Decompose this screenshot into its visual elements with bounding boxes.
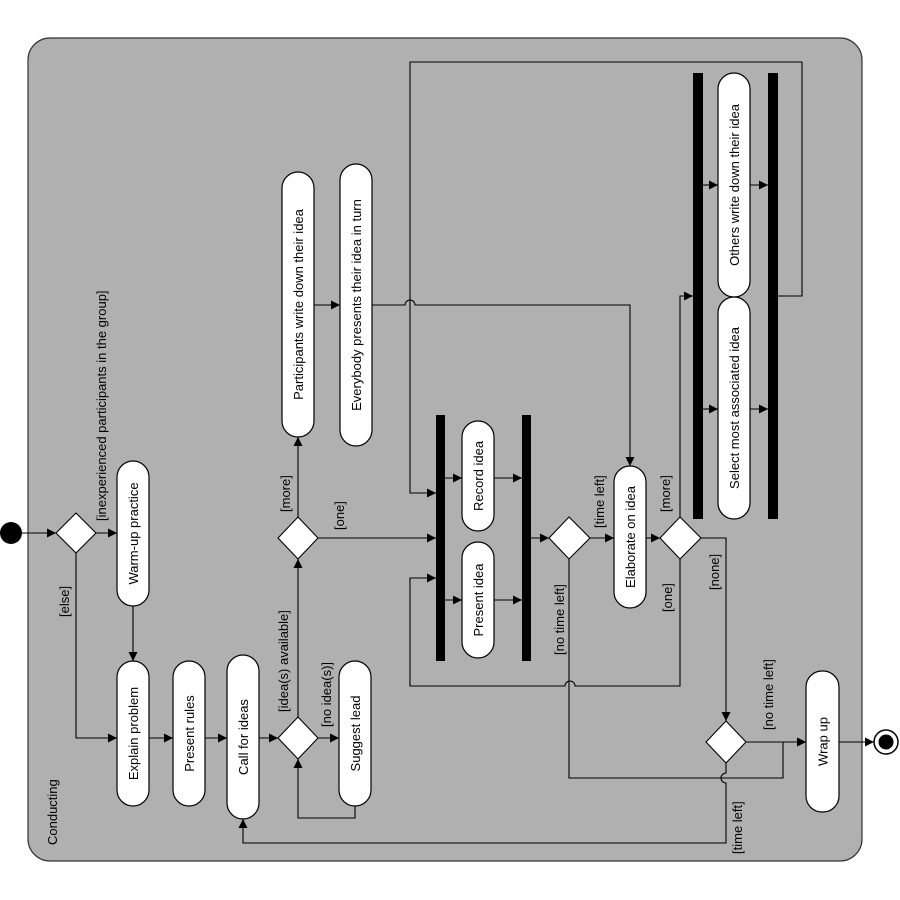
action-elaborate-label: Elaborate on idea xyxy=(623,485,638,588)
guard-else: [else] xyxy=(57,586,72,617)
action-wrap-up: Wrap up xyxy=(805,670,840,813)
action-present-rules-label: Present rules xyxy=(182,695,197,772)
guard-no-ideas: [no idea(s)] xyxy=(319,662,334,727)
action-suggest-lead: Suggest lead xyxy=(338,660,372,807)
guard-one-1: [one] xyxy=(332,501,347,530)
action-everybody-presents-label: Everybody presents their idea in turn xyxy=(349,199,364,411)
decision-count xyxy=(277,516,319,560)
guard-one-2: [one] xyxy=(660,583,675,612)
decision-wrap xyxy=(705,720,747,764)
action-elaborate: Elaborate on idea xyxy=(613,465,647,609)
guard-ideas-available: [idea(s) available] xyxy=(276,610,291,712)
action-select-associated: Select most associated idea xyxy=(717,296,751,520)
action-warmup-label: Warm-up practice xyxy=(126,482,141,584)
action-explain-label: Explain problem xyxy=(126,687,141,780)
guard-no-time-left-1: [no time left] xyxy=(552,584,567,655)
action-participants-write: Participants write down their idea xyxy=(281,171,315,438)
guard-time-left-2: [time left] xyxy=(730,801,745,854)
guard-time-left-1: [time left] xyxy=(592,475,607,528)
action-call-ideas: Call for ideas xyxy=(226,654,260,820)
action-present-idea: Present idea xyxy=(461,541,495,659)
action-participants-write-label: Participants write down their idea xyxy=(291,208,306,400)
action-others-write-label: Others write down their idea xyxy=(727,103,742,266)
decision-experience xyxy=(55,512,97,554)
action-wrap-up-label: Wrap up xyxy=(816,717,831,766)
action-present-rules: Present rules xyxy=(172,660,206,807)
guard-more-1: [more] xyxy=(278,475,293,512)
action-others-write: Others write down their idea xyxy=(717,72,751,298)
action-present-idea-label: Present idea xyxy=(471,563,486,637)
guard-none: [none] xyxy=(707,554,722,590)
action-everybody-presents: Everybody presents their idea in turn xyxy=(339,163,373,447)
guard-inexperienced: [inexperienced participants in the group… xyxy=(94,290,109,521)
action-warmup: Warm-up practice xyxy=(116,460,150,607)
decision-ideas xyxy=(277,716,319,760)
fork-bar-2 xyxy=(693,73,703,519)
join-bar-1 xyxy=(522,415,531,661)
action-record-idea-label: Record idea xyxy=(471,440,486,511)
decision-more-one-none xyxy=(659,516,702,560)
action-explain: Explain problem xyxy=(116,660,150,807)
region-title: Conducting xyxy=(45,779,60,845)
join-bar-2 xyxy=(768,73,778,519)
initial-node xyxy=(0,522,22,544)
action-call-ideas-label: Call for ideas xyxy=(236,699,251,775)
guard-no-time-left-2: [no time left] xyxy=(761,659,776,730)
fork-bar-1 xyxy=(436,415,445,661)
guard-more-2: [more] xyxy=(658,475,673,512)
edges xyxy=(22,61,874,844)
action-record-idea: Record idea xyxy=(461,420,495,532)
final-node xyxy=(873,729,899,755)
action-select-associated-label: Select most associated idea xyxy=(727,326,742,489)
decision-time xyxy=(548,516,591,560)
action-suggest-lead-label: Suggest lead xyxy=(348,696,363,772)
